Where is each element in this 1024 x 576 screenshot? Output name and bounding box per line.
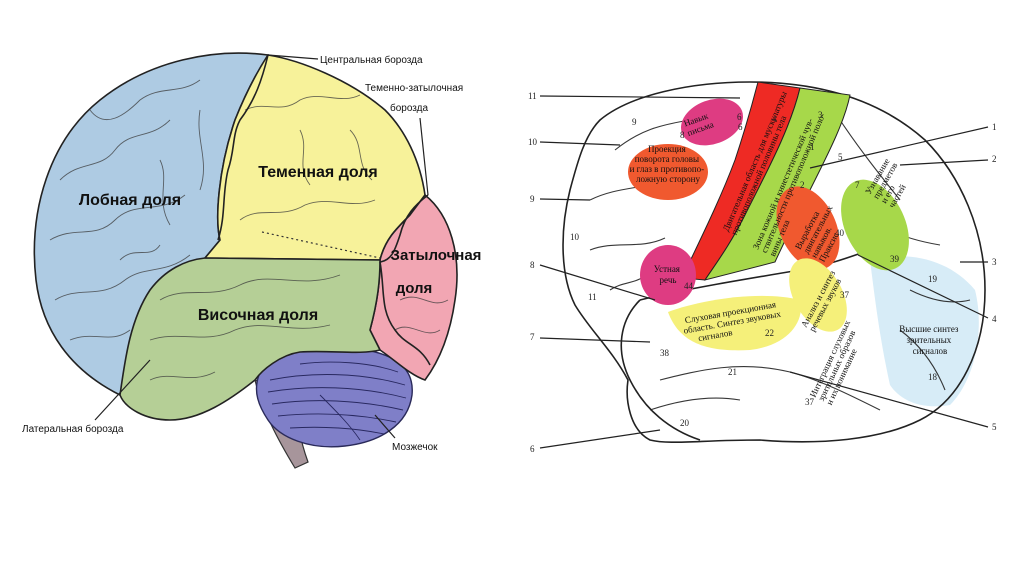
outer-label: 8 bbox=[530, 260, 535, 270]
occipital-lobe-label-line2: доля bbox=[396, 280, 433, 297]
visual-area-fill bbox=[870, 256, 979, 407]
field-number: 20 bbox=[680, 418, 690, 428]
central-sulcus-leader bbox=[267, 54, 319, 60]
parietal-lobe-label: Теменная доля bbox=[258, 164, 377, 181]
cerebellum-callout: Мозжечок bbox=[392, 442, 438, 453]
writing-zone bbox=[681, 98, 743, 146]
parieto-occipital-callout-line1: Теменно-затылочная bbox=[365, 83, 463, 94]
right-diagram-right-labels: 1 2 3 4 5 bbox=[789, 122, 997, 432]
occipital-lobe bbox=[369, 193, 458, 381]
outer-label: 7 bbox=[530, 332, 535, 342]
cerebellum-leader bbox=[374, 414, 396, 439]
outer-label: 9 bbox=[530, 194, 535, 204]
central-sulcus-callout: Центральная борозда bbox=[320, 54, 423, 66]
occipital-lobe-label-line1: Затылочная bbox=[391, 247, 482, 264]
field-number: 8 bbox=[680, 130, 685, 140]
cerebellum bbox=[255, 347, 413, 448]
outer-label: 2 bbox=[992, 154, 997, 164]
auditory-zone-number: 22 bbox=[765, 328, 774, 338]
outer-label: 1 bbox=[992, 122, 997, 132]
temporal-lobe-label: Височная доля bbox=[198, 307, 318, 324]
occipital-boundary-line bbox=[379, 261, 431, 366]
speech-zone bbox=[640, 245, 696, 305]
head-turn-zone bbox=[628, 144, 708, 200]
outer-leader bbox=[899, 159, 989, 166]
field-number: 21 bbox=[728, 367, 737, 377]
frontal-gyri bbox=[49, 79, 204, 341]
field-number: 9 bbox=[632, 117, 637, 127]
sensory-zone bbox=[703, 87, 851, 281]
frontal-lobe-label: Лобная доля bbox=[79, 192, 181, 209]
right-brain-diagram: Навык письма 6 Проекция поворота головы … bbox=[528, 81, 997, 454]
outer-leader bbox=[789, 371, 989, 428]
visual-synthesis-text: Высшие синтез зрительных сигналов bbox=[899, 324, 961, 356]
outer-label: 10 bbox=[528, 137, 538, 147]
field-number: 38 bbox=[660, 348, 670, 358]
outer-leader bbox=[857, 254, 989, 319]
field-number: 39 bbox=[890, 254, 900, 264]
temporal-outline bbox=[620, 299, 701, 441]
left-brain-diagram: Лобная доля Теменная доля Затылочная дол… bbox=[22, 52, 482, 469]
central-sulcus-line bbox=[217, 54, 269, 241]
field-number: 40 bbox=[835, 228, 845, 238]
cerebellum-folia bbox=[267, 361, 407, 441]
occipital-gyri bbox=[394, 296, 449, 334]
field-number: 4 bbox=[772, 114, 777, 124]
parietal-gyri bbox=[239, 94, 376, 221]
outer-leader bbox=[539, 264, 656, 301]
writing-zone-number: 6 bbox=[737, 112, 742, 122]
field-number: 11 bbox=[588, 292, 597, 302]
speech-analysis-zone bbox=[789, 258, 847, 332]
outer-leader bbox=[539, 198, 591, 201]
outer-label: 11 bbox=[528, 91, 537, 101]
parieto-occipital-leader bbox=[419, 117, 429, 196]
field-number: 10 bbox=[570, 232, 580, 242]
outer-label: 6 bbox=[530, 444, 535, 454]
field-number: 37 bbox=[805, 397, 815, 407]
recognition-zone bbox=[841, 179, 909, 271]
lateral-sulcus-callout: Латеральная борозда bbox=[22, 423, 124, 435]
field-number: 7 bbox=[855, 180, 860, 190]
field-number: 37 bbox=[840, 290, 850, 300]
outer-leader bbox=[539, 337, 651, 343]
outer-leader bbox=[809, 126, 989, 169]
temporal-lobe bbox=[119, 257, 382, 421]
parieto-occipital-callout-line2: борозда bbox=[390, 102, 429, 114]
outer-leader bbox=[539, 429, 661, 449]
praxis-zone bbox=[776, 186, 840, 270]
field-number: 19 bbox=[928, 274, 938, 284]
field-number: 6 bbox=[738, 122, 743, 132]
outer-label: 3 bbox=[992, 257, 997, 267]
outer-leader bbox=[539, 141, 621, 146]
right-diagram-left-labels: 11 10 9 8 7 6 bbox=[528, 91, 741, 454]
temporal-gyri bbox=[149, 274, 341, 381]
field-numbers: 9 8 6 4 3 1 2 5 7 40 39 19 10 11 44 22 3… bbox=[570, 110, 938, 428]
lateral-sulcus-leader bbox=[94, 359, 151, 421]
outer-leader bbox=[539, 95, 741, 99]
temporal-parietal-dotted-boundary bbox=[261, 231, 381, 259]
speech-zone-number: 44 bbox=[684, 281, 694, 291]
field-number: 3 bbox=[818, 110, 823, 120]
head-turn-zone-text: Проекция поворота головы и глаз в против… bbox=[630, 144, 707, 184]
field-number: 2 bbox=[800, 180, 805, 190]
speech-zone-text: Устная речь bbox=[654, 264, 682, 285]
parieto-occipital-sulcus-line bbox=[379, 194, 429, 263]
field-number: 1 bbox=[810, 142, 815, 152]
outer-label: 4 bbox=[992, 314, 997, 324]
auditory-zone bbox=[668, 295, 801, 351]
outer-label: 5 bbox=[992, 422, 997, 432]
field-number: 18 bbox=[928, 372, 938, 382]
field-number: 5 bbox=[838, 152, 843, 162]
